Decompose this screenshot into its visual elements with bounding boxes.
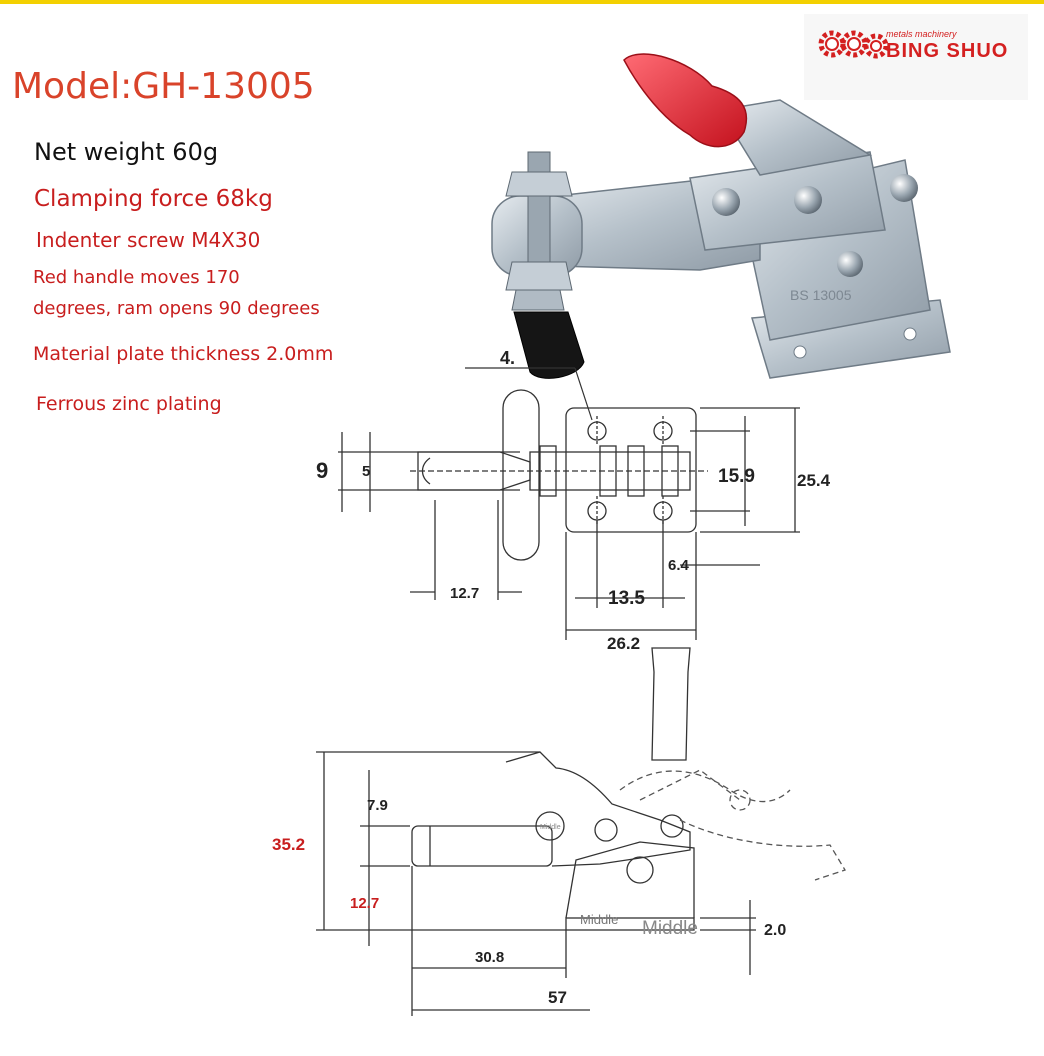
spec-net-weight: Net weight 60g (34, 138, 219, 166)
top-handle-outline (502, 389, 540, 561)
dim-57: 57 (548, 988, 567, 1007)
svg-text:BS 13005: BS 13005 (790, 287, 852, 303)
dim-13-5: 13.5 (608, 588, 645, 609)
spec-clamping-force: Clamping force 68kg (34, 186, 273, 212)
spec-plate-thickness: Material plate thickness 2.0mm (33, 343, 334, 365)
rivet-icon (794, 186, 822, 214)
dim-35-2: 35.2 (272, 835, 305, 854)
spindle-screw (505, 151, 585, 379)
dim-5: 5 (362, 463, 370, 480)
brand-logo (804, 14, 1028, 100)
dim-12-7: 12.7 (450, 585, 479, 602)
label-pivot-middle: Middle (540, 824, 561, 831)
top-plate-outline (565, 407, 697, 533)
dim-7-9: 7.9 (367, 797, 388, 814)
brand-tagline: metals machinery (886, 29, 957, 39)
label-middle-small: Middle (580, 912, 618, 927)
dim-12-7-side: 12.7 (350, 895, 379, 912)
spec-indenter-screw: Indenter screw M4X30 (36, 228, 261, 252)
spec-handle-moves: Red handle moves 170 (33, 267, 240, 288)
callout-line (574, 367, 593, 421)
dim-26-2: 26.2 (607, 634, 640, 653)
rivet-icon (890, 174, 918, 202)
dim-30-8: 30.8 (475, 949, 504, 966)
model-title: Model:GH-13005 (12, 66, 315, 107)
dim-9: 9 (316, 458, 328, 483)
label-middle-large: Middle (642, 918, 698, 939)
side-handle-outline (651, 647, 691, 761)
dim-2-0: 2.0 (764, 922, 786, 939)
rivet-icon (712, 188, 740, 216)
dim-25-4: 25.4 (797, 471, 831, 490)
top-accent-bar (0, 0, 1044, 4)
rivet-icon (837, 251, 863, 277)
spec-ram-opens: degrees, ram opens 90 degrees (33, 298, 320, 319)
dim-4: 4. (500, 348, 515, 368)
spec-plating: Ferrous zinc plating (36, 393, 222, 415)
dim-15-9: 15.9 (718, 466, 755, 487)
red-handle (623, 53, 873, 176)
gear-logo-icon (818, 30, 889, 59)
dim-6-4: 6.4 (668, 557, 690, 574)
brand-name: BING SHUO (886, 40, 1009, 62)
